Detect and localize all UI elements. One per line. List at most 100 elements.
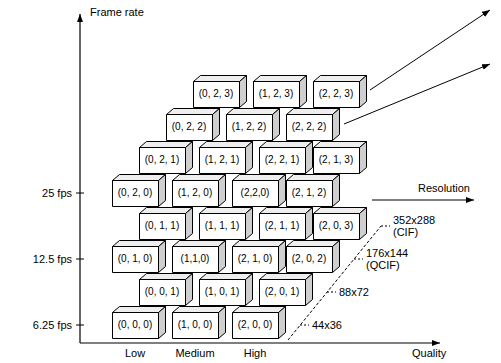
layer-cube: (2, 0, 3) bbox=[313, 207, 366, 239]
cube-side bbox=[333, 175, 340, 207]
cube-front bbox=[260, 148, 306, 174]
cube-front bbox=[140, 280, 186, 306]
cube-label: (2, 2, 3) bbox=[319, 88, 353, 100]
layer-cube: (2, 1, 1) bbox=[259, 207, 312, 239]
cube-label: (2, 0, 2) bbox=[292, 253, 326, 265]
layer-cube: (1,1,0) bbox=[172, 240, 225, 272]
cube-label: (0, 1, 1) bbox=[145, 220, 179, 232]
axis-title: Resolution bbox=[418, 182, 470, 194]
layer-cube: (1, 2, 2) bbox=[226, 108, 279, 140]
cube-label: (1, 2, 3) bbox=[259, 88, 293, 100]
layer-cube: (0, 2, 1) bbox=[139, 141, 192, 173]
cube-front bbox=[140, 148, 186, 174]
cube-label: (0, 0, 1) bbox=[145, 286, 179, 298]
axis-tick bbox=[76, 259, 84, 260]
cube-top bbox=[260, 208, 313, 214]
cube-top bbox=[287, 109, 340, 115]
cube-label: (2, 1, 1) bbox=[265, 220, 299, 232]
cube-front bbox=[287, 181, 333, 207]
cube-label: (0, 0, 0) bbox=[118, 319, 152, 331]
layer-cube: (2, 1, 2) bbox=[286, 174, 339, 206]
cube-top bbox=[200, 142, 253, 148]
layer-cube: (2,2,0) bbox=[232, 174, 285, 206]
layer-cube: (0, 1, 1) bbox=[139, 207, 192, 239]
cube-front bbox=[194, 82, 240, 108]
cube-front bbox=[200, 280, 246, 306]
cube-face: (2, 2, 1) bbox=[259, 147, 305, 173]
pointer-arrow bbox=[370, 10, 490, 90]
cube-front bbox=[140, 214, 186, 240]
cube-top bbox=[314, 142, 367, 148]
cube-side bbox=[213, 109, 220, 141]
axis-title: Quality bbox=[412, 347, 446, 359]
layer-cube: (2, 2, 3) bbox=[313, 75, 366, 107]
layer-cube: (1, 0, 0) bbox=[172, 306, 225, 338]
cube-face: (1, 0, 0) bbox=[172, 312, 218, 338]
cube-label: (2, 0, 0) bbox=[238, 319, 272, 331]
cube-side bbox=[306, 208, 313, 240]
cube-face: (2, 1, 1) bbox=[259, 213, 305, 239]
cube-front bbox=[173, 313, 219, 339]
cube-face: (2, 2, 3) bbox=[313, 81, 359, 107]
layer-cube: (2, 0, 0) bbox=[232, 306, 285, 338]
cube-side bbox=[219, 175, 226, 207]
cube-face: (1, 2, 1) bbox=[199, 147, 245, 173]
layer-cube: (1, 2, 3) bbox=[253, 75, 306, 107]
layer-cube: (1, 2, 1) bbox=[199, 141, 252, 173]
cube-side bbox=[279, 241, 286, 273]
cube-top bbox=[173, 241, 226, 247]
axis-tick bbox=[76, 325, 84, 326]
cube-top bbox=[227, 109, 280, 115]
cube-side bbox=[360, 76, 367, 108]
cube-side bbox=[273, 109, 280, 141]
cube-top bbox=[173, 307, 226, 313]
cube-face: (1, 1, 1) bbox=[199, 213, 245, 239]
cube-side bbox=[279, 307, 286, 339]
cube-face: (0, 2, 0) bbox=[112, 180, 158, 206]
cube-front bbox=[113, 181, 159, 207]
layer-cube: (1, 1, 1) bbox=[199, 207, 252, 239]
cube-side bbox=[186, 208, 193, 240]
layer-cube: (2, 1, 0) bbox=[232, 240, 285, 272]
cube-face: (0, 0, 1) bbox=[139, 279, 185, 305]
cube-top bbox=[140, 142, 193, 148]
cube-side bbox=[333, 241, 340, 273]
cube-face: (0, 2, 2) bbox=[166, 114, 212, 140]
resolution-value: 352x288 (CIF) bbox=[393, 214, 443, 238]
cube-front bbox=[227, 115, 273, 141]
cube-side bbox=[300, 76, 307, 108]
cube-front bbox=[167, 115, 213, 141]
cube-side bbox=[246, 142, 253, 174]
axis-title: Frame rate bbox=[90, 6, 144, 18]
layer-cube: (1, 0, 1) bbox=[199, 273, 252, 305]
cube-face: (0, 2, 3) bbox=[193, 81, 239, 107]
cube-front bbox=[260, 214, 306, 240]
cube-top bbox=[167, 109, 220, 115]
cube-front bbox=[233, 181, 279, 207]
cube-face: (0, 2, 1) bbox=[139, 147, 185, 173]
cube-label: (0, 2, 3) bbox=[199, 88, 233, 100]
cube-top bbox=[314, 208, 367, 214]
cube-label: (0, 1, 0) bbox=[118, 253, 152, 265]
cube-top bbox=[233, 241, 286, 247]
layer-cube: (2, 2, 2) bbox=[286, 108, 339, 140]
cube-side bbox=[159, 307, 166, 339]
cube-label: (2, 2, 1) bbox=[265, 154, 299, 166]
cube-front bbox=[200, 214, 246, 240]
cube-side bbox=[186, 274, 193, 306]
cube-top bbox=[233, 175, 286, 181]
resolution-value: 44x36 bbox=[312, 319, 342, 331]
cube-label: (2, 0, 1) bbox=[265, 286, 299, 298]
cube-face: (2, 0, 3) bbox=[313, 213, 359, 239]
cube-side bbox=[279, 175, 286, 207]
cube-side bbox=[219, 241, 226, 273]
cube-front bbox=[287, 247, 333, 273]
cube-side bbox=[246, 274, 253, 306]
cube-side bbox=[360, 208, 367, 240]
layer-cube: (0, 2, 3) bbox=[193, 75, 246, 107]
cube-front bbox=[200, 148, 246, 174]
cube-label: (1, 2, 2) bbox=[232, 121, 266, 133]
cube-face: (2, 1, 3) bbox=[313, 147, 359, 173]
